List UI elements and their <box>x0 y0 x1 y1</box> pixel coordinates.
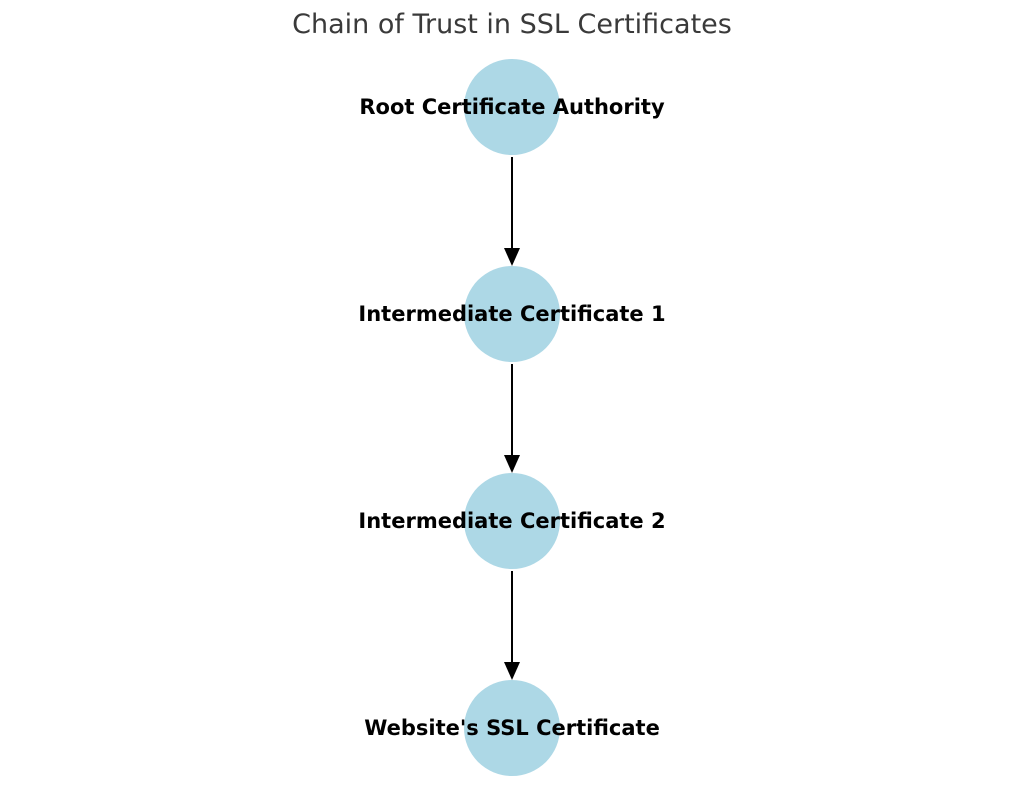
node-circle-intermediate-2 <box>464 473 560 569</box>
edge-line-root-to-intermediate1 <box>511 157 513 249</box>
node-circle-root-ca <box>464 59 560 155</box>
arrowhead-intermediate1-to-intermediate2 <box>503 455 520 473</box>
node-circle-website-ssl <box>464 680 560 776</box>
node-label-intermediate-2: Intermediate Certificate 2 <box>358 509 666 533</box>
edge-line-intermediate1-to-intermediate2 <box>511 364 513 456</box>
node-label-root-ca: Root Certificate Authority <box>359 95 665 119</box>
node-circle-intermediate-1 <box>464 266 560 362</box>
arrowhead-intermediate2-to-website <box>503 662 520 680</box>
arrowhead-root-to-intermediate1 <box>503 248 520 266</box>
node-label-intermediate-1: Intermediate Certificate 1 <box>358 302 666 326</box>
edge-line-intermediate2-to-website <box>511 571 513 663</box>
node-label-website-ssl: Website's SSL Certificate <box>364 716 660 740</box>
diagram-title: Chain of Trust in SSL Certificates <box>292 9 732 40</box>
